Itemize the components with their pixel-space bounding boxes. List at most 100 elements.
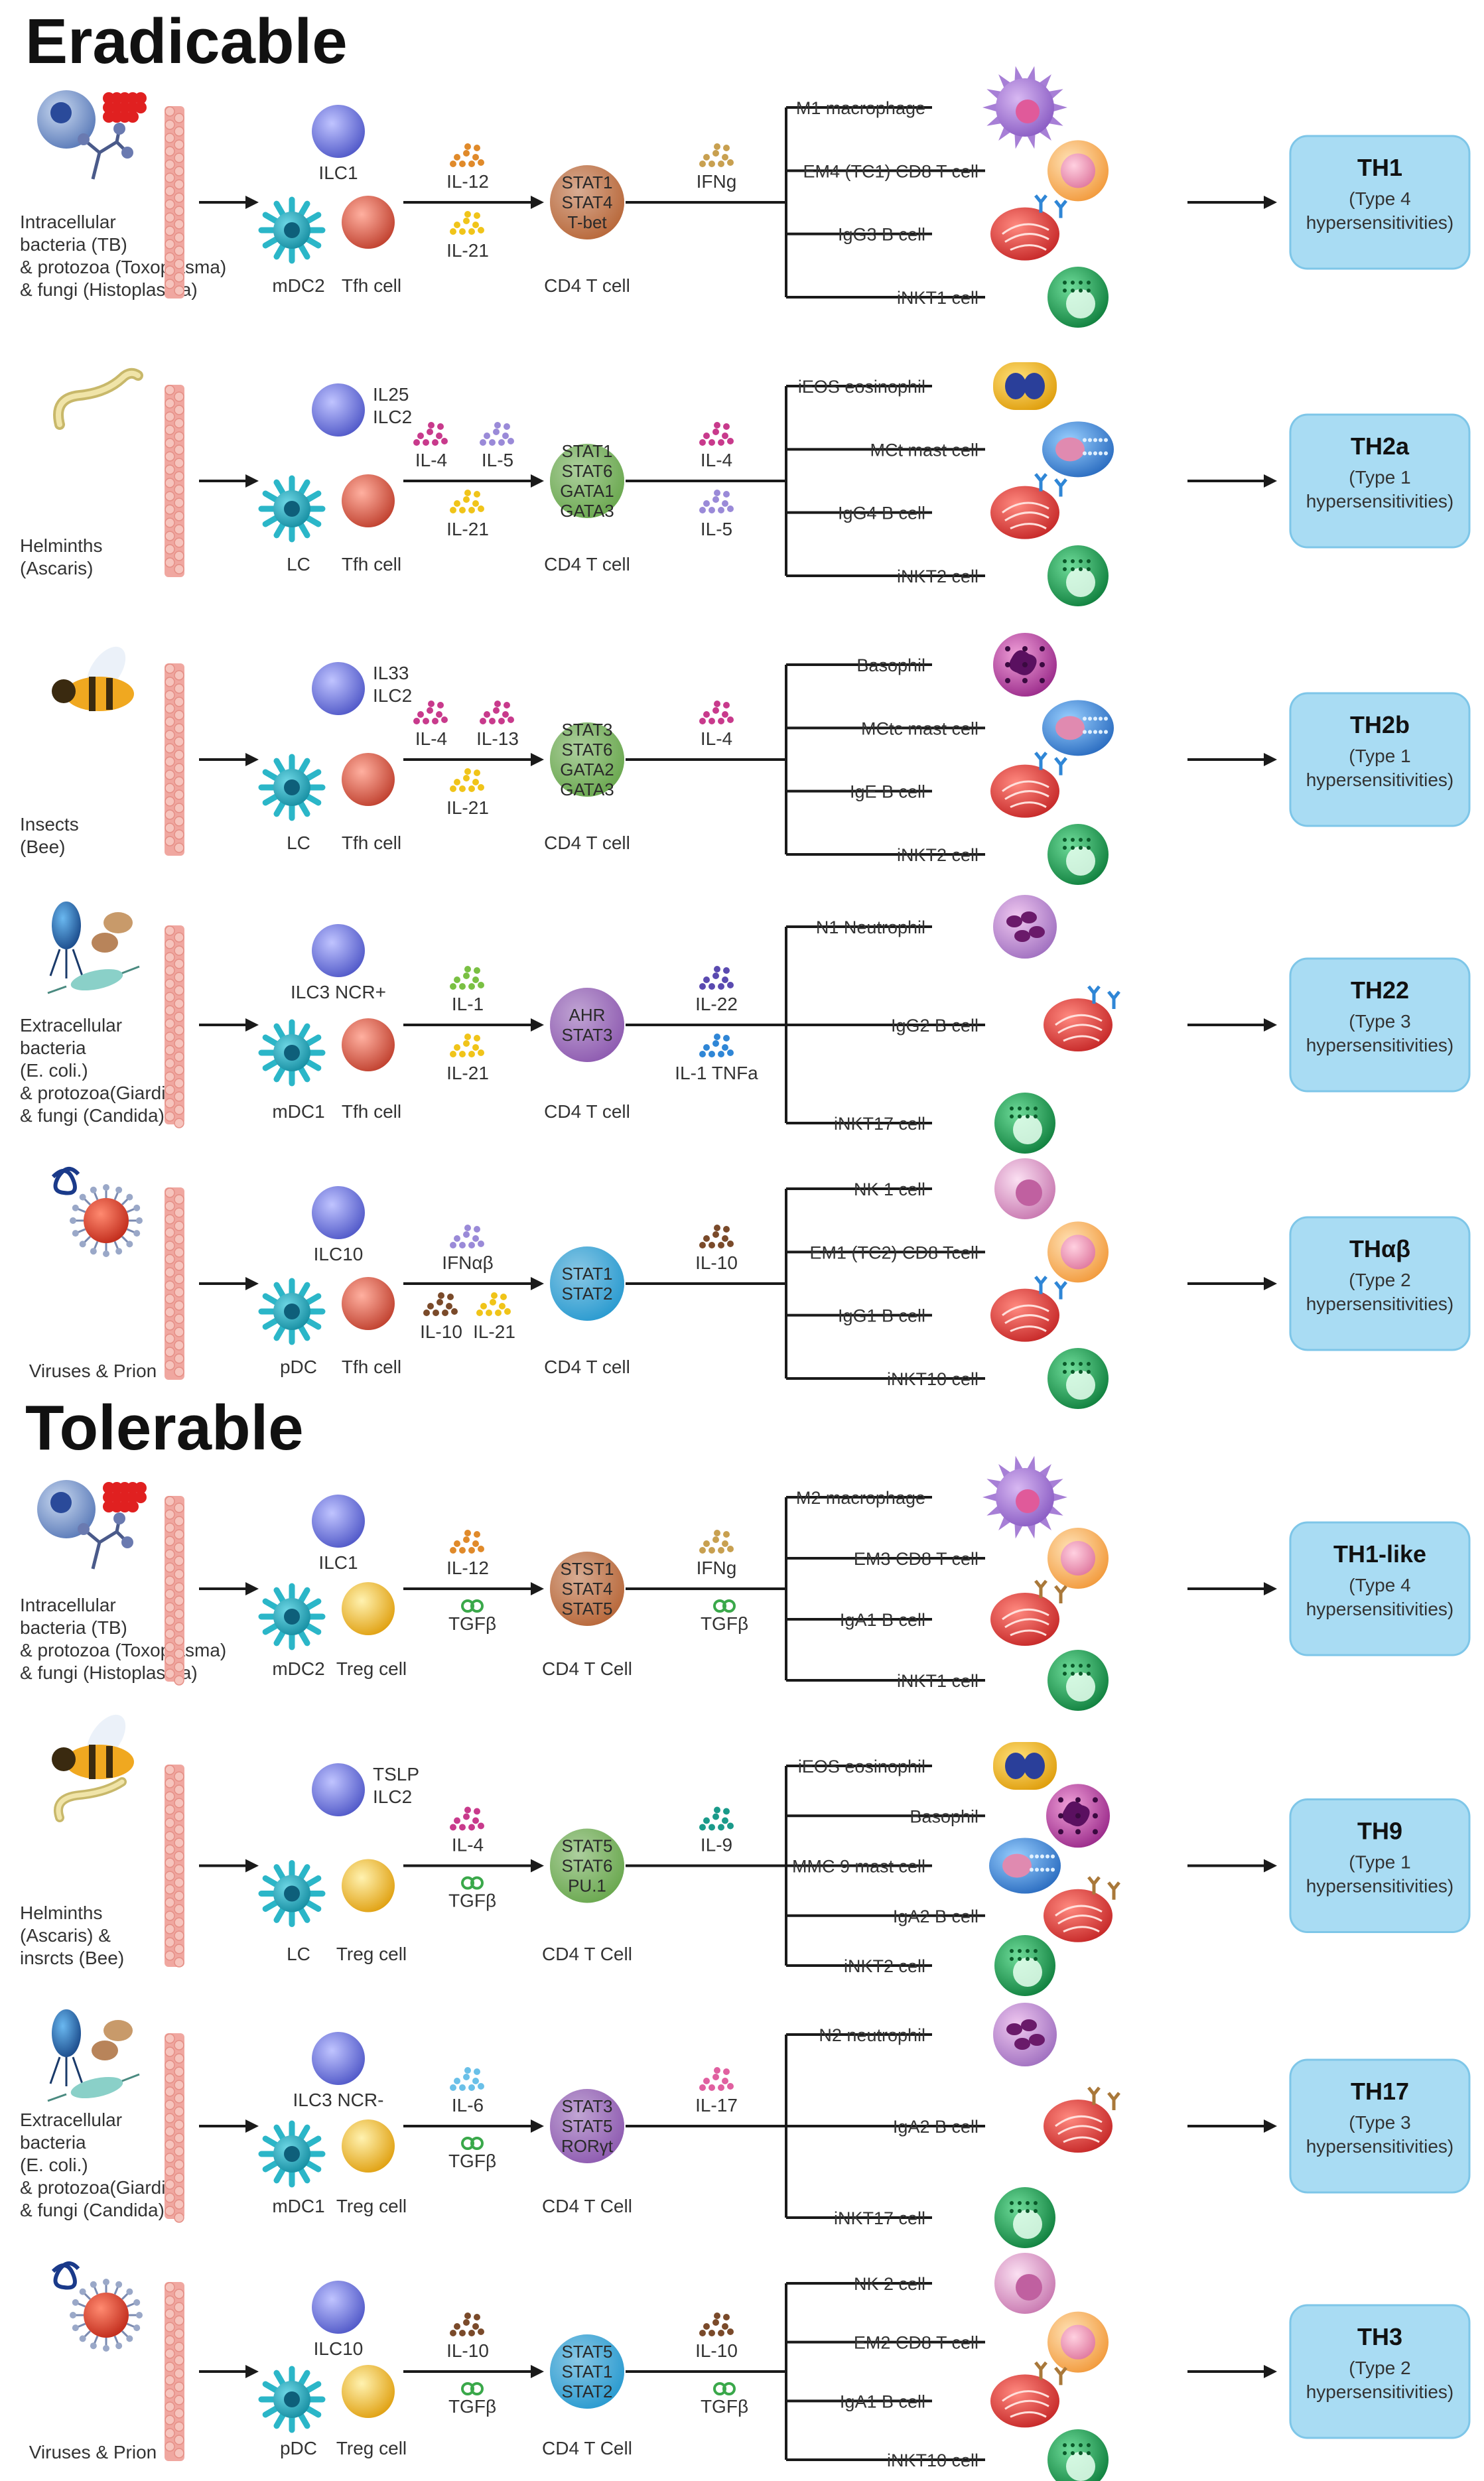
macrophage-icon <box>982 66 1067 149</box>
ilc-label: ILC1 <box>318 163 358 183</box>
th-subset-type: hypersensitivities) <box>1306 770 1454 790</box>
cytokine-label: IL-21 <box>473 1321 515 1342</box>
pathogen-label: Viruses & Prion <box>29 2442 157 2462</box>
dendritic-cell-icon <box>258 475 326 543</box>
dc-label: pDC <box>280 1357 317 1377</box>
pathogen-label: (Bee) <box>20 837 65 857</box>
cytokine-label: IL-10 <box>420 1321 462 1342</box>
th-subset-type: hypersensitivities) <box>1306 1294 1454 1314</box>
dendritic-cell-icon <box>258 1583 326 1650</box>
helper-cell-label: Treg cell <box>336 2196 407 2216</box>
arrow-to-th <box>1187 1859 1277 1873</box>
pathogen-label: & fungi (Candida) <box>20 2200 165 2220</box>
extracellular-pathogen-icon <box>47 902 140 994</box>
effector-label: NK 1 cell <box>854 1179 925 1199</box>
transcription-factor-label: STAT3 <box>561 2096 612 2116</box>
virus-icon <box>51 2261 143 2352</box>
effector-label: N1 Neutrophil <box>816 917 925 937</box>
transcription-factor-label: STAT4 <box>561 192 612 212</box>
cytokine-label: IL-21 <box>446 1063 489 1083</box>
cytokine-label: IL-1 <box>452 994 484 1014</box>
epithelium-barrier <box>165 925 184 1128</box>
nkt-cell-icon <box>994 2187 1055 2248</box>
arrow-to-innate <box>199 474 259 488</box>
transcription-factor-label: STAT6 <box>561 461 612 481</box>
cd4-t-cell-shade <box>550 722 624 797</box>
effector-label: iNKT17 cell <box>834 2208 925 2228</box>
effector-label: N2 neutrophil <box>819 2025 925 2045</box>
ilc-cell-icon <box>312 105 365 158</box>
pathogen-label: Extracellular <box>20 1015 122 1036</box>
epithelium-barrier <box>165 385 184 577</box>
arrow-to-cd4 <box>403 2119 544 2133</box>
epithelium-barrier <box>165 2282 184 2461</box>
dc-label: mDC2 <box>272 1658 324 1679</box>
arrow-to-cd4 <box>403 1277 544 1290</box>
th-subset-type: (Type 1 <box>1349 1852 1410 1873</box>
arrow-to-cd4 <box>403 1582 544 1595</box>
ilc-label: ILC2 <box>373 685 412 706</box>
effector-label: M2 macrophage <box>796 1488 925 1508</box>
transcription-factor-label: GATA2 <box>560 760 614 779</box>
th-subset-type: hypersensitivities) <box>1306 1876 1454 1897</box>
ilc-cell-icon <box>312 2281 365 2334</box>
tgf-beta-label: TGFβ <box>448 1891 496 1911</box>
arrow-to-th <box>1187 2119 1277 2133</box>
th-subset-type: (Type 2 <box>1349 1270 1410 1290</box>
effector-label: MCt mast cell <box>870 440 978 460</box>
tfh-cell-icon <box>342 753 395 806</box>
dendritic-cell-icon <box>258 1860 326 1927</box>
cytokine-label: IL-9 <box>701 1835 732 1855</box>
cytokine-dots-icon <box>699 490 734 513</box>
effector-label: IgA2 B cell <box>893 2117 978 2137</box>
cytokine-label: IL-4 <box>701 728 732 749</box>
helper-cell-label: Treg cell <box>336 2438 407 2458</box>
pathogen-label: Helminths <box>20 535 102 556</box>
effector-label: EM1 (TC2) CD8 Tcell <box>809 1242 978 1262</box>
effector-label: EM4 (TC1) CD8 T cell <box>803 161 978 181</box>
cytokine-label: IL-13 <box>476 728 519 749</box>
cytokine-dots-icon <box>699 143 734 167</box>
cytokine-label: IL-5 <box>482 450 513 470</box>
extracellular-pathogen-icon <box>47 2009 140 2102</box>
dc-label: pDC <box>280 2438 317 2458</box>
transcription-factor-label: STAT5 <box>561 1836 612 1856</box>
transcription-factor-label: STAT3 <box>561 720 612 740</box>
arrow-to-th <box>1187 196 1277 209</box>
nkt-cell-icon <box>1047 824 1109 885</box>
transcription-factor-label: STAT5 <box>561 1599 612 1619</box>
tgf-beta-icon: TGFβ <box>448 1876 496 1911</box>
transcription-factor-label: STAT5 <box>561 2342 612 2362</box>
ilc-cell-icon <box>312 2032 365 2085</box>
cytokine-dots-icon <box>450 143 484 167</box>
dendritic-cell-icon <box>258 196 326 264</box>
dendritic-cell-icon <box>258 1278 326 1345</box>
cytokine-label: IL-10 <box>446 2340 489 2361</box>
tfh-cell-icon <box>342 474 395 527</box>
pathogen-label: insrcts (Bee) <box>20 1948 124 1968</box>
section-title-tolerable: Tolerable <box>25 1392 304 1463</box>
pathway-row: Helminths(Ascaris) &insrcts (Bee)TSLPILC… <box>20 1714 1471 1996</box>
transcription-factor-label: STAT6 <box>561 1856 612 1876</box>
pathogen-label: bacteria (TB) <box>20 1617 127 1638</box>
arrow-to-innate <box>199 753 259 766</box>
mast-cell-icon <box>989 1838 1061 1894</box>
th-subset-title: TH1 <box>1357 154 1402 181</box>
th-subset-title: TH22 <box>1351 976 1409 1004</box>
pathogen-label: (Ascaris) <box>20 558 93 578</box>
transcription-factor-label: STAT5 <box>561 2116 612 2136</box>
b-cell-icon <box>990 1276 1067 1342</box>
cd4-label: CD4 T cell <box>544 554 630 574</box>
arrow-to-cd4 <box>403 753 544 766</box>
tgf-beta-icon: TGFβ <box>448 2382 496 2417</box>
helper-cell-label: Tfh cell <box>342 1357 401 1377</box>
pathogen-label: Insects <box>20 814 79 835</box>
cd4-t-cell-shade <box>550 1246 624 1321</box>
pathogen-label: & protozoa(Giardia) <box>20 1083 182 1103</box>
transcription-factor-label: RORγt <box>561 2136 614 2156</box>
b-cell-icon <box>990 194 1067 261</box>
nk-cell-icon <box>994 2253 1055 2314</box>
